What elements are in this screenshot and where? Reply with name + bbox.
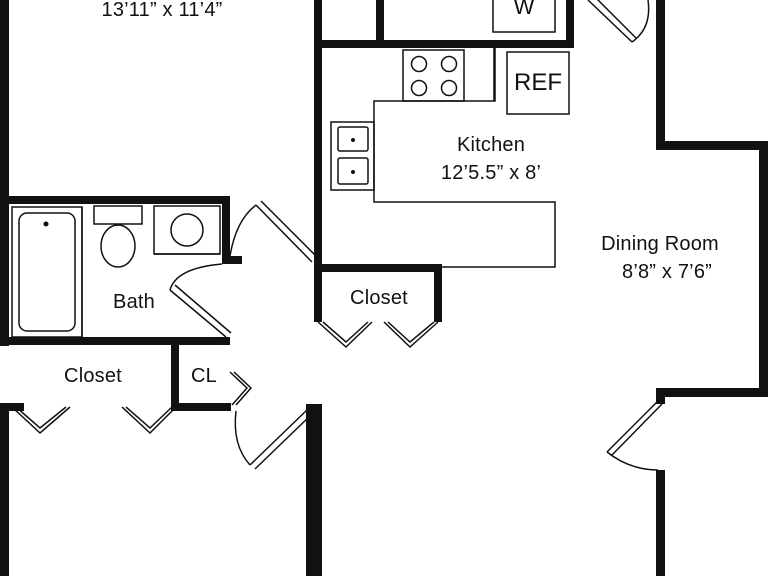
wall-cl-bottom <box>171 403 231 411</box>
wall-bedroom-kitchen <box>314 0 322 265</box>
wall-right-top <box>656 0 665 149</box>
wall-right-bottom <box>656 470 665 576</box>
wall-center-closet-left <box>314 264 322 322</box>
bath-name: Bath <box>113 291 155 313</box>
wall-hall-lower <box>306 404 322 576</box>
washer-label: W <box>513 0 535 19</box>
bedroom-dims: 13’11” x 11’4” <box>101 0 223 21</box>
wall-right-stub <box>656 388 665 404</box>
washer-icon <box>492 0 556 33</box>
sink-icon <box>330 121 375 191</box>
wall-kitchen-top <box>314 40 572 48</box>
wall-cl-divider <box>171 337 179 411</box>
refrigerator-icon <box>506 51 570 115</box>
stove-icon <box>402 49 465 102</box>
kitchen-name: Kitchen <box>456 134 526 156</box>
bathtub-icon <box>11 206 83 338</box>
wall-left-top <box>0 0 9 196</box>
wall-left-bath <box>0 196 9 346</box>
refrigerator-label: REF <box>514 69 562 96</box>
kitchen-counter <box>373 48 556 268</box>
wall-right-notch-top <box>656 141 768 150</box>
bath-sink-icon <box>153 205 221 255</box>
kitchen-dims: 12’5.5” x 8’ <box>440 162 542 184</box>
bath-partitions <box>81 207 220 337</box>
dining-name: Dining Room <box>601 233 719 255</box>
left-closet-name: Closet <box>64 365 122 387</box>
wall-right-far <box>759 141 768 397</box>
cl-closet-name: CL <box>191 365 217 387</box>
wall-right-notch-bottom <box>656 388 768 397</box>
wall-bath-bottom <box>0 337 230 345</box>
wall-center-closet-right <box>434 264 442 322</box>
center-closet-name: Closet <box>350 287 408 309</box>
wall-bath-right-stub <box>222 256 242 264</box>
wall-kitchen-top-right <box>566 0 574 48</box>
wall-bath-top <box>0 196 230 204</box>
door-swing-icon <box>11 0 663 471</box>
wall-center-closet-top <box>314 264 442 272</box>
wall-kitchen-top-post <box>376 0 384 48</box>
wall-bath-right <box>222 196 230 264</box>
wall-left-bottom <box>0 404 9 576</box>
toilet-icon <box>93 205 143 268</box>
dining-dims: 8’8” x 7’6” <box>621 261 713 283</box>
